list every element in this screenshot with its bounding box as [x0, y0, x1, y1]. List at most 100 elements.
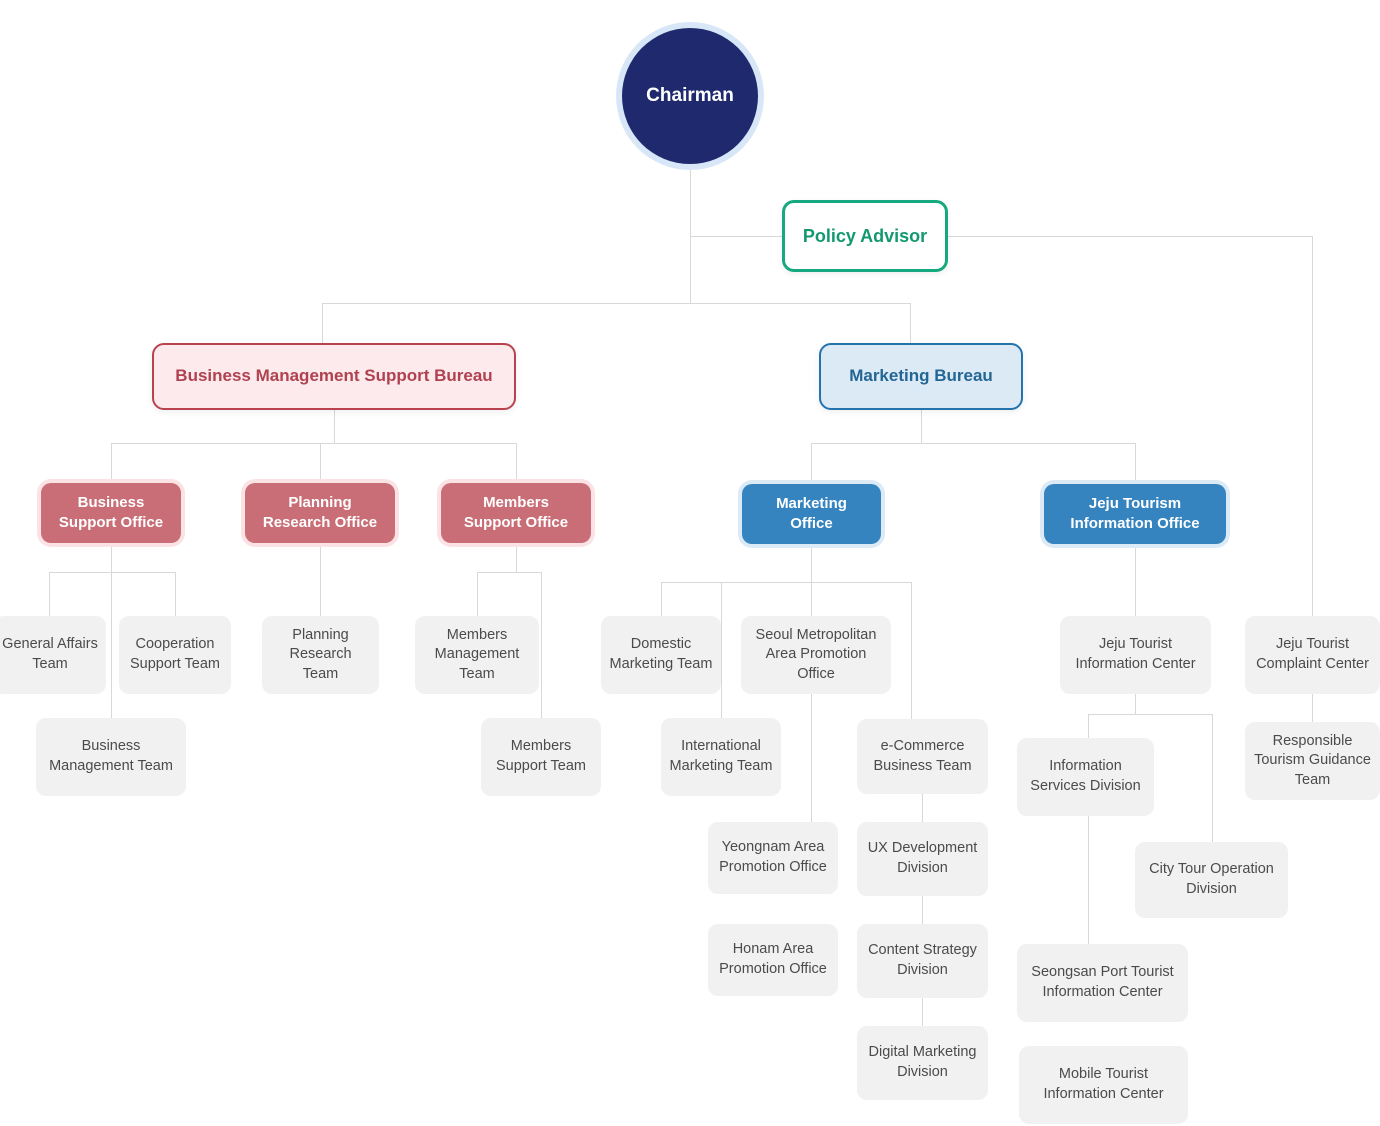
node-digital-marketing-division-label: Digital Marketing Division — [868, 1044, 977, 1080]
connector-mo-ecomm-drop — [911, 582, 912, 719]
connector-office-planning-drop — [320, 443, 321, 483]
node-cooperation-support-team-label: Cooperation Support Team — [129, 636, 220, 672]
connector-jtic-down — [1135, 694, 1136, 714]
connector-bso-coop-drop — [175, 572, 176, 616]
node-planning-research-office[interactable]: Planning Research Office — [245, 483, 395, 543]
node-business-management-team[interactable]: Business Management Team — [36, 718, 186, 796]
node-jeju-tourism-information-office-line2: Information Office — [1070, 515, 1200, 532]
connector-mo-down — [811, 544, 812, 582]
connector-mo-seoul-drop — [811, 582, 812, 616]
node-city-tour-operation-division-label: City Tour Operation Division — [1149, 861, 1274, 897]
connector-mso-down — [516, 543, 517, 572]
connector-bureau-bus — [322, 303, 911, 304]
node-responsible-tourism-guidance-team[interactable]: Responsible Tourism Guidance Team — [1245, 722, 1380, 800]
node-content-strategy-division-label: Content Strategy Division — [868, 942, 977, 978]
node-marketing-office-line2: Office — [790, 515, 833, 532]
node-domestic-marketing-team[interactable]: Domestic Marketing Team — [601, 616, 721, 694]
connector-blue-office-bus — [811, 443, 1136, 444]
node-marketing-bureau[interactable]: Marketing Bureau — [819, 343, 1023, 410]
node-members-support-office-line1: Members — [483, 493, 549, 511]
node-chairman[interactable]: Chairman — [622, 28, 758, 164]
node-ux-development-division[interactable]: UX Development Division — [857, 822, 988, 896]
connector-root-down — [690, 163, 691, 303]
node-members-management-team[interactable]: Members Management Team — [415, 616, 539, 694]
node-planning-research-office-line1: Planning — [288, 493, 352, 511]
node-jeju-tourist-information-center-label: Jeju Tourist Information Center — [1075, 636, 1196, 672]
connector-office-business-drop — [111, 443, 112, 483]
connector-jtic-info-drop — [1088, 714, 1089, 944]
node-members-support-team[interactable]: Members Support Team — [481, 718, 601, 796]
node-general-affairs-team[interactable]: General Affairs Team — [0, 616, 106, 694]
node-responsible-tourism-guidance-team-label: Responsible Tourism Guidance Team — [1254, 732, 1371, 788]
node-honam-area-promotion-office-label: Honam Area Promotion Office — [719, 941, 827, 977]
node-members-support-team-label: Members Support Team — [495, 738, 586, 774]
node-seoul-metropolitan-area-promotion-office[interactable]: Seoul Metropolitan Area Promotion Office — [741, 616, 891, 694]
node-international-marketing-team-label: International Marketing Team — [669, 738, 773, 774]
connector-office-marketing-drop — [811, 443, 812, 484]
node-marketing-office[interactable]: Marketing Office — [742, 484, 881, 544]
connector-mso-ms-drop — [541, 572, 542, 718]
connector-blue-bureau-down — [921, 410, 922, 443]
connector-office-jeju-drop — [1135, 443, 1136, 483]
connector-mo-intl-drop — [721, 582, 722, 719]
connector-jtio-down — [1135, 544, 1136, 616]
node-business-management-support-bureau[interactable]: Business Management Support Bureau — [152, 343, 516, 410]
node-business-support-office[interactable]: Business Support Office — [41, 483, 181, 543]
node-content-strategy-division[interactable]: Content Strategy Division — [857, 924, 988, 998]
node-jeju-tourist-complaint-center-label: Jeju Tourist Complaint Center — [1256, 636, 1369, 672]
node-honam-area-promotion-office[interactable]: Honam Area Promotion Office — [708, 924, 838, 996]
node-domestic-marketing-team-label: Domestic Marketing Team — [609, 636, 713, 672]
node-ecommerce-business-team-label: e-Commerce Business Team — [873, 737, 972, 774]
node-seongsan-port-tourist-information-center[interactable]: Seongsan Port Tourist Information Center — [1017, 944, 1188, 1022]
node-members-support-office-line2: Support Office — [463, 514, 569, 531]
node-business-management-support-bureau-label: Business Management Support Bureau — [175, 366, 493, 386]
node-seoul-metropolitan-area-promotion-office-label: Seoul Metropolitan Area Promotion Office — [755, 626, 877, 682]
node-yeongnam-area-promotion-office[interactable]: Yeongnam Area Promotion Office — [708, 822, 838, 894]
node-jeju-tourism-information-office-line1: Jeju Tourism — [1088, 494, 1182, 512]
node-seongsan-port-tourist-information-center-label: Seongsan Port Tourist Information Center — [1031, 964, 1174, 1000]
node-city-tour-operation-division[interactable]: City Tour Operation Division — [1135, 842, 1288, 918]
node-general-affairs-team-label: General Affairs Team — [2, 636, 98, 672]
node-planning-research-team[interactable]: Planning Research Team — [262, 616, 379, 694]
connector-complaint-down — [1312, 694, 1313, 722]
node-ux-development-division-label: UX Development Division — [867, 840, 978, 876]
connector-pro-down — [320, 543, 321, 616]
node-mobile-tourist-information-center[interactable]: Mobile Tourist Information Center — [1019, 1046, 1188, 1124]
connector-bso-general-drop — [49, 572, 50, 616]
connector-content-digital — [922, 998, 923, 1026]
connector-bureau-right-drop — [910, 303, 911, 343]
node-chairman-label: Chairman — [646, 85, 734, 107]
node-marketing-bureau-label: Marketing Bureau — [849, 366, 993, 386]
connector-mso-mm-drop — [477, 572, 478, 616]
connector-red-office-bus — [111, 443, 516, 444]
node-ecommerce-business-team[interactable]: e-Commerce Business Team — [857, 719, 988, 794]
node-policy-advisor[interactable]: Policy Advisor — [782, 200, 948, 272]
connector-advisor-far-right-down — [1312, 236, 1313, 616]
node-members-support-office[interactable]: Members Support Office — [441, 483, 591, 543]
node-information-services-division[interactable]: Information Services Division — [1017, 738, 1154, 816]
node-international-marketing-team[interactable]: International Marketing Team — [661, 718, 781, 796]
node-members-management-team-label: Members Management Team — [434, 626, 520, 682]
connector-ecomm-ux — [922, 794, 923, 822]
connector-bso-down — [111, 543, 112, 572]
connector-mo-domestic-drop — [661, 582, 662, 616]
connector-red-bureau-down — [334, 410, 335, 443]
node-planning-research-team-label: Planning Research Team — [289, 626, 352, 682]
node-jeju-tourism-information-office[interactable]: Jeju Tourism Information Office — [1044, 484, 1226, 544]
node-mobile-tourist-information-center-label: Mobile Tourist Information Center — [1043, 1066, 1164, 1102]
connector-bso-bizmgmt-drop — [111, 572, 112, 718]
node-jeju-tourist-complaint-center[interactable]: Jeju Tourist Complaint Center — [1245, 616, 1380, 694]
node-jeju-tourist-information-center[interactable]: Jeju Tourist Information Center — [1060, 616, 1211, 694]
node-policy-advisor-label: Policy Advisor — [802, 225, 928, 246]
connector-advisor-right — [948, 236, 1312, 237]
node-digital-marketing-division[interactable]: Digital Marketing Division — [857, 1026, 988, 1100]
node-cooperation-support-team[interactable]: Cooperation Support Team — [119, 616, 231, 694]
connector-bureau-left-drop — [322, 303, 323, 343]
connector-jtic-bus — [1088, 714, 1212, 715]
connector-advisor-left — [690, 236, 782, 237]
node-business-management-team-label: Business Management Team — [49, 738, 173, 774]
node-yeongnam-area-promotion-office-label: Yeongnam Area Promotion Office — [719, 839, 827, 875]
node-business-support-office-line1: Business — [77, 493, 145, 511]
node-business-support-office-line2: Support Office — [58, 514, 164, 531]
connector-office-members-drop — [516, 443, 517, 483]
